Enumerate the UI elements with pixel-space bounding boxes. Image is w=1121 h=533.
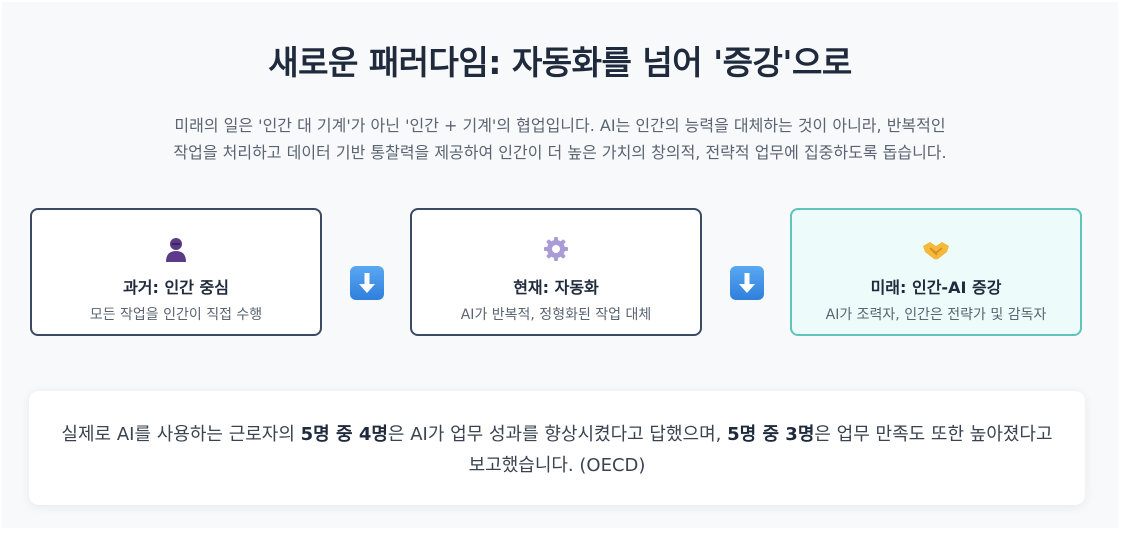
stat-text: 실제로 AI를 사용하는 근로자의 — [61, 424, 301, 445]
stat-text: 은 AI가 업무 성과를 향상시켰다고 답했으며, — [387, 424, 728, 445]
stage-desc: 모든 작업을 인간이 직접 수행 — [89, 307, 263, 323]
statistic-box: 실제로 AI를 사용하는 근로자의 5명 중 4명은 AI가 업무 성과를 향상… — [29, 391, 1085, 505]
person-icon — [161, 234, 191, 264]
arrow-down-icon — [350, 266, 384, 300]
arrow-down-icon — [730, 266, 764, 300]
stat-text: 은 업무 만족도 또한 높아졌다고 보고했습니다. (OECD) — [468, 424, 1053, 476]
stat-highlight: 5명 중 4명 — [300, 424, 388, 445]
stage-card-future: 미래: 인간-AI 증강 AI가 조력자, 인간은 전략가 및 감독자 — [790, 208, 1082, 336]
stage-title: 미래: 인간-AI 증강 — [870, 278, 1002, 297]
page-title: 새로운 패러다임: 자동화를 넘어 '증강'으로 — [268, 43, 852, 82]
stage-card-present: 현재: 자동화 AI가 반복적, 정형화된 작업 대체 — [410, 208, 702, 336]
stage-desc: AI가 반복적, 정형화된 작업 대체 — [460, 307, 652, 323]
stage-card-past: 과거: 인간 중심 모든 작업을 인간이 직접 수행 — [30, 208, 322, 336]
intro-line: 미래의 일은 '인간 대 기계'가 아닌 '인간 + 기계'의 협업입니다. A… — [174, 116, 946, 135]
gear-icon — [541, 234, 571, 264]
stage-title: 과거: 인간 중심 — [123, 278, 229, 297]
intro-line: 작업을 처리하고 데이터 기반 통찰력을 제공하여 인간이 더 높은 가치의 창… — [173, 143, 947, 162]
stage-title: 현재: 자동화 — [513, 278, 599, 297]
stage-desc: AI가 조력자, 인간은 전략가 및 감독자 — [825, 307, 1047, 323]
stat-highlight: 5명 중 3명 — [727, 424, 815, 445]
intro-text: 미래의 일은 '인간 대 기계'가 아닌 '인간 + 기계'의 협업입니다. A… — [102, 112, 1018, 166]
handshake-icon — [921, 234, 951, 264]
